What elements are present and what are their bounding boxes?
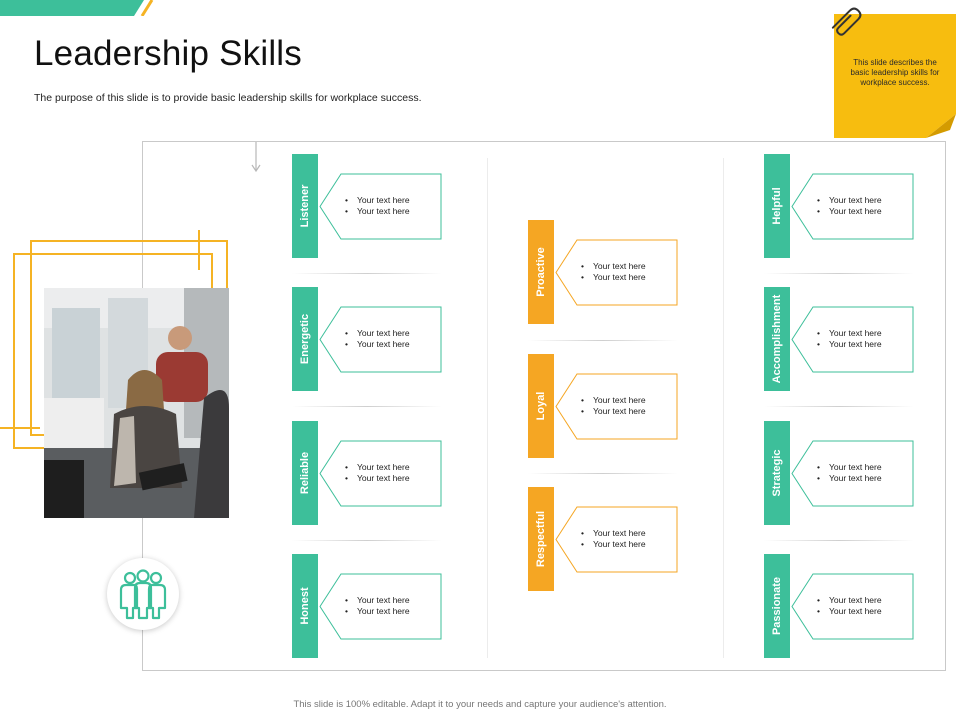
column-divider xyxy=(487,158,488,658)
skill-label-loyal: Loyal xyxy=(528,354,554,458)
top-accent-bar xyxy=(0,0,154,16)
skill-label-passionate: Passionate xyxy=(764,554,790,658)
skill-label-strategic: Strategic xyxy=(764,421,790,525)
column-divider xyxy=(723,158,724,658)
bullet-item: Your text here xyxy=(345,206,410,217)
skill-label-reliable: Reliable xyxy=(292,421,318,525)
bullet-item: Your text here xyxy=(817,206,882,217)
row-divider xyxy=(292,540,442,541)
sticky-note: This slide describes the basic leadershi… xyxy=(834,14,956,138)
meeting-photo xyxy=(44,288,229,518)
sticky-note-fold xyxy=(926,114,956,138)
sticky-note-text: This slide describes the basic leadershi… xyxy=(850,58,940,87)
bullet-item: Your text here xyxy=(345,473,410,484)
row-divider xyxy=(528,340,678,341)
skill-card-reliable: Your text hereYour text here xyxy=(319,440,442,507)
team-icon xyxy=(119,569,167,620)
bullet-item: Your text here xyxy=(345,606,410,617)
skill-label-listener: Listener xyxy=(292,154,318,258)
bullet-item: Your text here xyxy=(345,595,410,606)
skill-card-proactive: Your text hereYour text here xyxy=(555,239,678,306)
bullet-item: Your text here xyxy=(581,406,646,417)
bullet-item: Your text here xyxy=(345,339,410,350)
skill-card-listener: Your text hereYour text here xyxy=(319,173,442,240)
footer-note: This slide is 100% editable. Adapt it to… xyxy=(293,699,667,710)
skill-label-helpful: Helpful xyxy=(764,154,790,258)
bullet-item: Your text here xyxy=(345,462,410,473)
page-title: Leadership Skills xyxy=(34,34,302,73)
row-divider xyxy=(764,273,914,274)
skill-card-passionate: Your text hereYour text here xyxy=(791,573,914,640)
team-icon-badge xyxy=(107,558,179,630)
skill-card-accomplishment: Your text hereYour text here xyxy=(791,306,914,373)
skill-card-strategic: Your text hereYour text here xyxy=(791,440,914,507)
skill-card-loyal: Your text hereYour text here xyxy=(555,373,678,440)
bullet-item: Your text here xyxy=(817,195,882,206)
bullet-item: Your text here xyxy=(345,195,410,206)
bullet-item: Your text here xyxy=(581,539,646,550)
bullet-item: Your text here xyxy=(817,328,882,339)
skill-label-proactive: Proactive xyxy=(528,220,554,324)
bullet-item: Your text here xyxy=(345,328,410,339)
skill-label-honest: Honest xyxy=(292,554,318,658)
row-divider xyxy=(292,406,442,407)
photo-accent-line xyxy=(198,230,200,270)
arrow-down-icon xyxy=(251,142,261,173)
row-divider xyxy=(292,273,442,274)
bullet-item: Your text here xyxy=(817,606,882,617)
paperclip-icon xyxy=(831,7,862,36)
bullet-item: Your text here xyxy=(581,395,646,406)
skill-label-respectful: Respectful xyxy=(528,487,554,591)
bullet-item: Your text here xyxy=(817,595,882,606)
row-divider xyxy=(764,406,914,407)
skill-card-helpful: Your text hereYour text here xyxy=(791,173,914,240)
row-divider xyxy=(528,473,678,474)
bullet-item: Your text here xyxy=(581,261,646,272)
skill-label-energetic: Energetic xyxy=(292,287,318,391)
skill-card-respectful: Your text hereYour text here xyxy=(555,506,678,573)
skill-card-honest: Your text hereYour text here xyxy=(319,573,442,640)
bullet-item: Your text here xyxy=(581,528,646,539)
row-divider xyxy=(764,540,914,541)
bullet-item: Your text here xyxy=(817,473,882,484)
bullet-item: Your text here xyxy=(817,339,882,350)
skill-label-accomplishment: Accomplishment xyxy=(764,287,790,391)
photo-accent-line xyxy=(0,427,40,429)
bullet-item: Your text here xyxy=(817,462,882,473)
page-subtitle: The purpose of this slide is to provide … xyxy=(34,92,422,104)
bullet-item: Your text here xyxy=(581,272,646,283)
skill-card-energetic: Your text hereYour text here xyxy=(319,306,442,373)
